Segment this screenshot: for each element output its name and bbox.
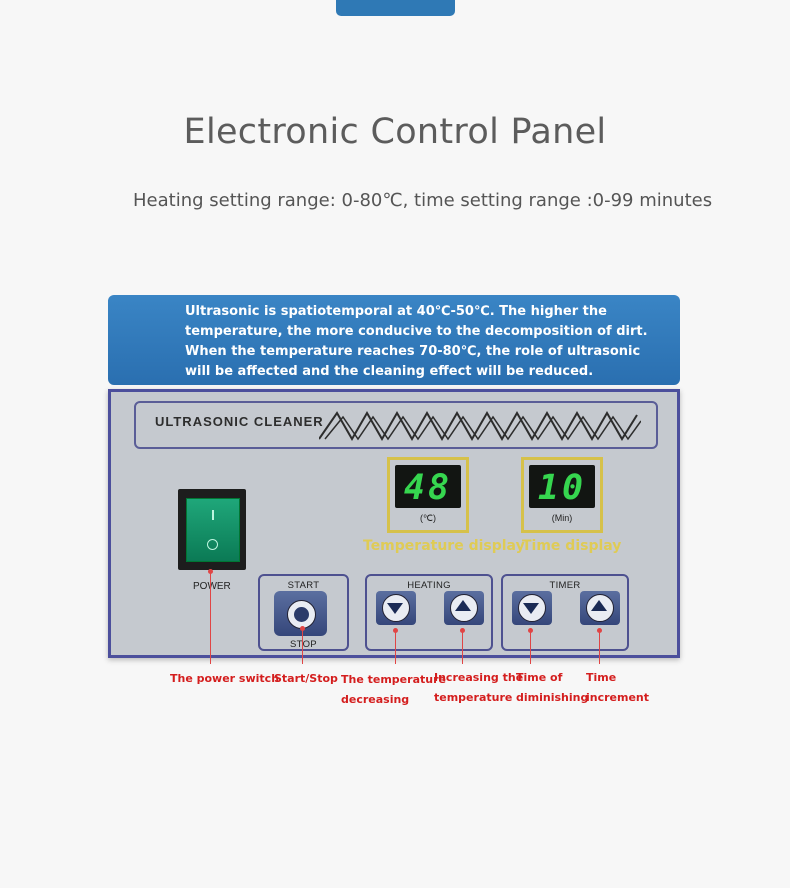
- time-lcd: 10: [529, 465, 595, 508]
- brand-label: ULTRASONIC CLEANER: [155, 414, 324, 429]
- note-line: When the temperature reaches 70-80℃, the…: [185, 344, 641, 359]
- power-label: POWER: [193, 581, 231, 592]
- time-down-button[interactable]: [512, 591, 552, 625]
- temperature-unit: (℃): [419, 513, 437, 523]
- control-panel: ULTRASONIC CLEANER 48 (℃) Temperature di…: [108, 389, 680, 658]
- power-off-icon: [207, 539, 218, 550]
- startstop-leader-line: [302, 628, 303, 664]
- power-rocker[interactable]: [186, 498, 240, 562]
- temperature-display: 48 (℃): [387, 457, 469, 533]
- temp-down-leader-line: [395, 630, 396, 664]
- triangle-down-icon: [387, 603, 403, 614]
- start-label: START: [287, 580, 320, 591]
- time-down-leader-line: [530, 630, 531, 664]
- note-line: Ultrasonic is spatiotemporal at 40℃-50℃.…: [185, 304, 607, 319]
- start-stop-icon: [287, 600, 316, 629]
- temperature-display-label: Temperature display: [363, 538, 525, 554]
- callout-time-down-line2: diminishing: [516, 691, 589, 704]
- triangle-down-icon: [523, 603, 539, 614]
- note-line: temperature, the more conducive to the d…: [185, 324, 648, 339]
- power-switch[interactable]: [178, 489, 246, 570]
- page-subtitle: Heating setting range: 0-80℃, time setti…: [133, 190, 713, 211]
- stop-label: STOP: [290, 639, 317, 650]
- temperature-value: 48: [403, 468, 453, 508]
- start-stop-group: START STOP: [258, 574, 349, 651]
- temperature-up-button[interactable]: [444, 591, 484, 625]
- callout-time-up-line2: increment: [586, 691, 650, 704]
- callout-time-up: Time increment: [586, 668, 649, 708]
- callout-temp-down: The temperature decreasing: [341, 670, 446, 710]
- callout-time-down-line1: Time of: [516, 671, 563, 684]
- note-line: will be affected and the cleaning effect…: [185, 364, 594, 379]
- wave-logo-icon: [319, 410, 641, 442]
- temp-up-leader-line: [462, 630, 463, 664]
- brand-box: ULTRASONIC CLEANER: [134, 401, 658, 449]
- temperature-lcd: 48: [395, 465, 461, 508]
- page-title: Electronic Control Panel: [183, 112, 607, 152]
- time-up-leader-line: [599, 630, 600, 664]
- top-tab-decoration: [336, 0, 455, 16]
- time-unit: (Min): [551, 513, 573, 523]
- time-value: 10: [537, 468, 587, 508]
- time-display-label: Time display: [522, 538, 622, 554]
- callout-startstop: Start/Stop: [274, 672, 338, 685]
- callout-temp-down-line2: decreasing: [341, 693, 410, 706]
- info-note: Ultrasonic is spatiotemporal at 40℃-50℃.…: [108, 295, 680, 385]
- power-leader-line: [210, 571, 211, 664]
- callout-power: The power switch: [170, 672, 280, 685]
- callout-temp-down-line1: The temperature: [341, 673, 446, 686]
- heating-label: HEATING: [407, 580, 451, 591]
- timer-group: TIMER: [501, 574, 629, 651]
- triangle-up-icon: [591, 600, 607, 611]
- timer-label: TIMER: [549, 580, 581, 591]
- callout-temp-up-line1: Increasing the: [434, 671, 524, 684]
- time-display: 10 (Min): [521, 457, 603, 533]
- callout-time-down: Time of diminishing: [516, 668, 588, 708]
- power-on-icon: [212, 510, 214, 520]
- heating-group: HEATING: [365, 574, 493, 651]
- triangle-up-icon: [455, 600, 471, 611]
- callout-temp-up: Increasing the temperature: [434, 668, 523, 708]
- callout-time-up-line1: Time: [586, 671, 617, 684]
- time-up-button[interactable]: [580, 591, 620, 625]
- temperature-down-button[interactable]: [376, 591, 416, 625]
- callout-temp-up-line2: temperature: [434, 691, 513, 704]
